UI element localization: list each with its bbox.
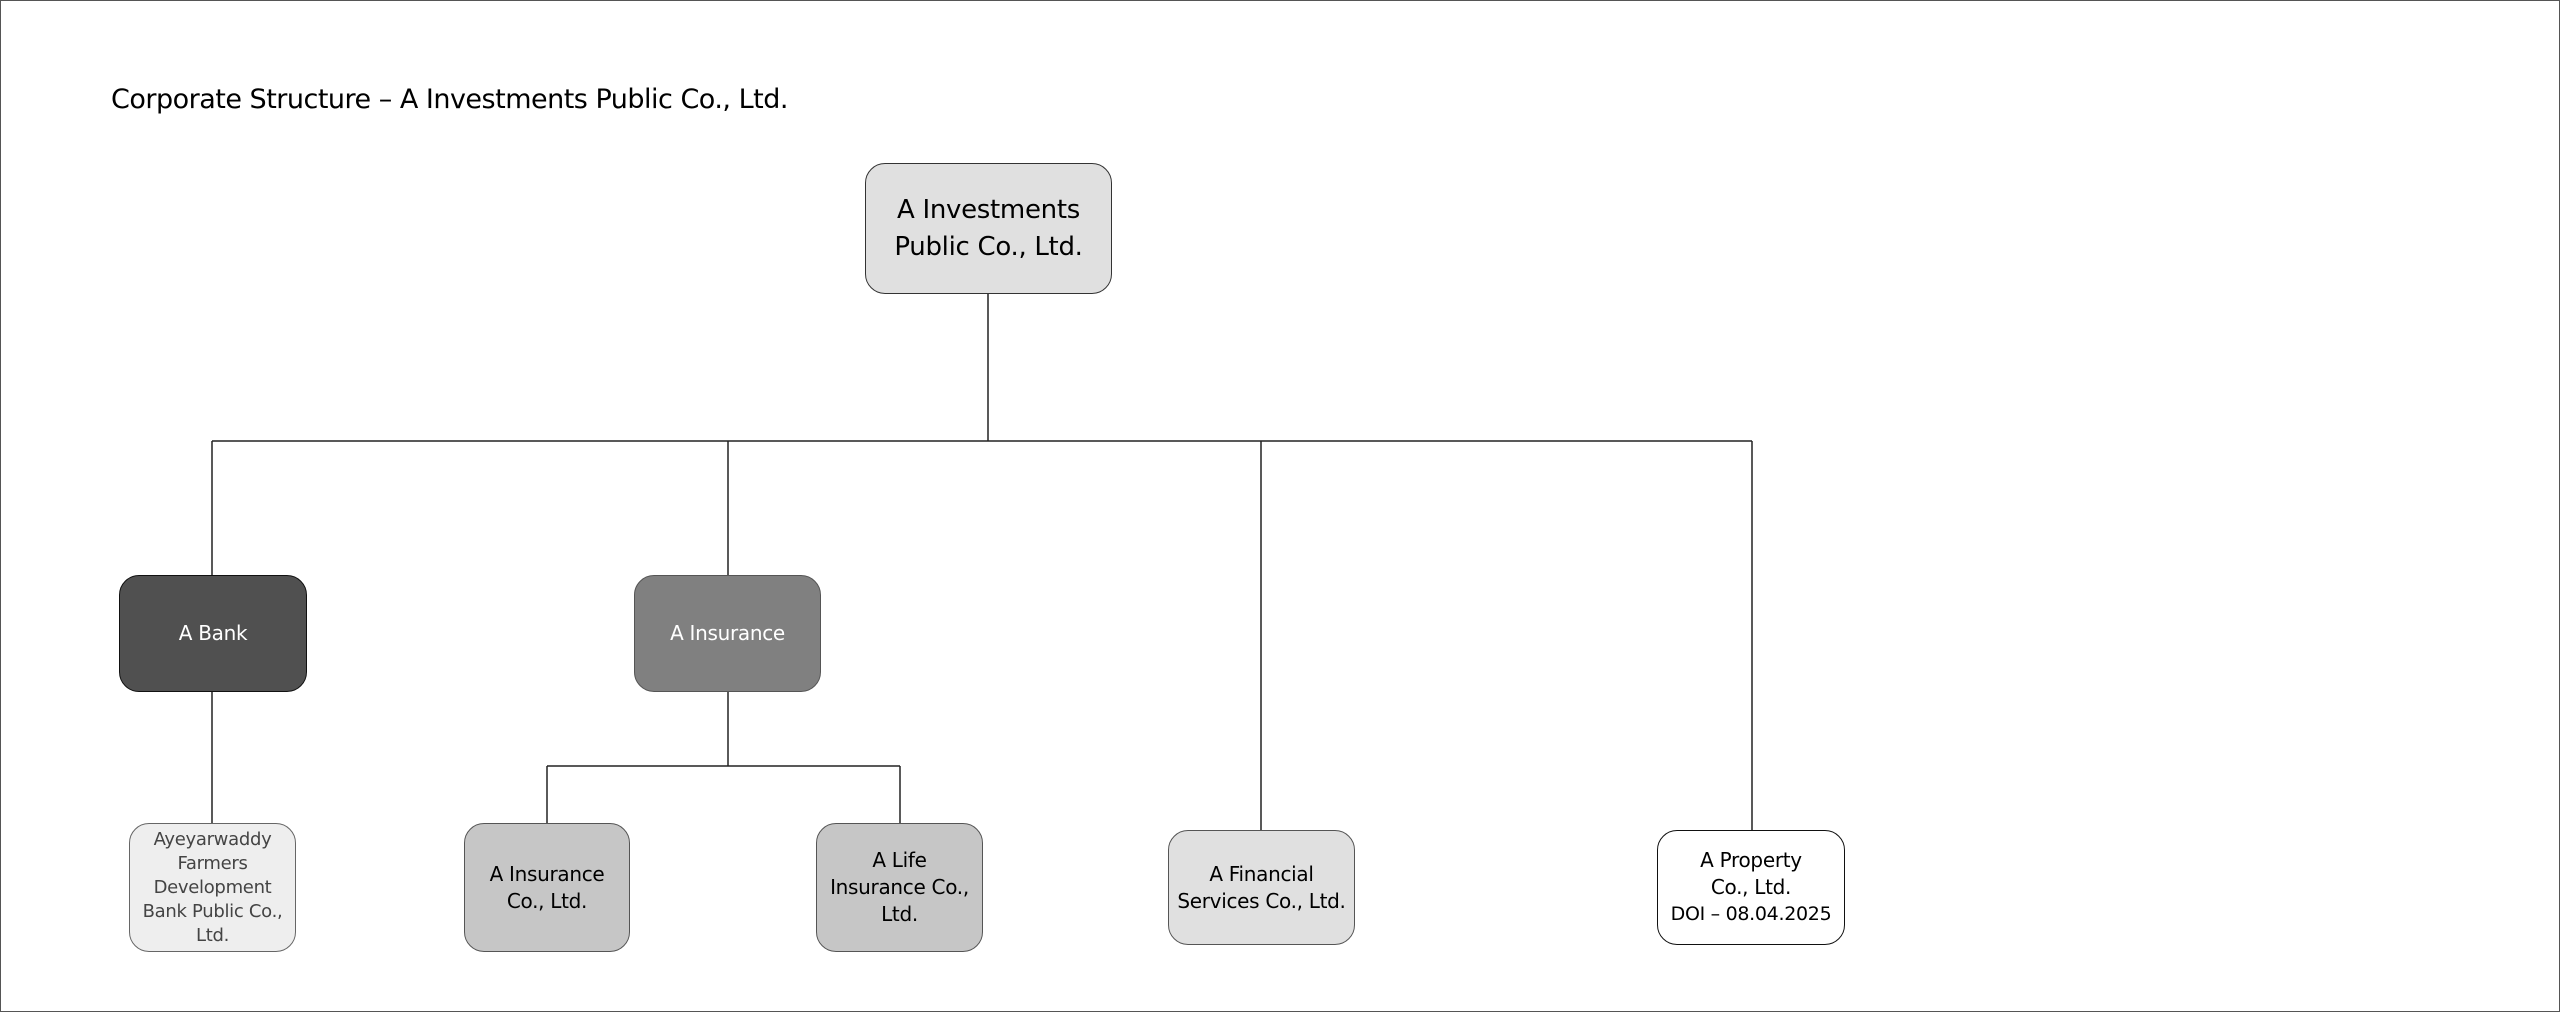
node-label: Ayeyarwaddy <box>153 828 272 850</box>
node-label: Farmers <box>177 852 248 874</box>
node-a-financial-services: A Financial Services Co., Ltd. <box>1168 830 1355 945</box>
node-label: Public Co., Ltd. <box>894 231 1083 262</box>
node-a-bank: A Bank <box>119 575 307 692</box>
node-label: Development <box>153 876 272 898</box>
node-label: A Property <box>1700 848 1802 872</box>
node-a-property: A Property Co., Ltd. DOI – 08.04.2025 <box>1657 830 1845 945</box>
node-label: A Insurance <box>489 861 605 886</box>
node-label: A Life <box>872 848 927 872</box>
node-label: Ltd. <box>881 902 918 926</box>
node-label: A Insurance <box>670 621 785 645</box>
node-label: Co., Ltd. <box>506 888 588 913</box>
node-label: Bank Public Co., <box>142 900 283 922</box>
node-label: A Bank <box>178 621 248 645</box>
node-label: Insurance Co., <box>830 875 969 899</box>
node-label: A Financial <box>1209 861 1314 886</box>
node-label: Ltd. <box>195 924 230 946</box>
diagram-title: Corporate Structure – A Investments Publ… <box>111 84 788 115</box>
node-a-investments: A Investments Public Co., Ltd. <box>865 163 1112 294</box>
node-a-insurance-co: A Insurance Co., Ltd. <box>464 823 630 952</box>
node-a-life-insurance: A Life Insurance Co., Ltd. <box>816 823 983 952</box>
node-ayeyarwaddy-bank: Ayeyarwaddy Farmers Development Bank Pub… <box>129 823 296 952</box>
node-a-insurance: A Insurance <box>634 575 821 692</box>
node-label: Services Co., Ltd. <box>1177 888 1346 913</box>
node-label: Co., Ltd. <box>1710 875 1792 899</box>
node-label: A Investments <box>897 194 1080 225</box>
node-doi-note: DOI – 08.04.2025 <box>1670 903 1832 925</box>
